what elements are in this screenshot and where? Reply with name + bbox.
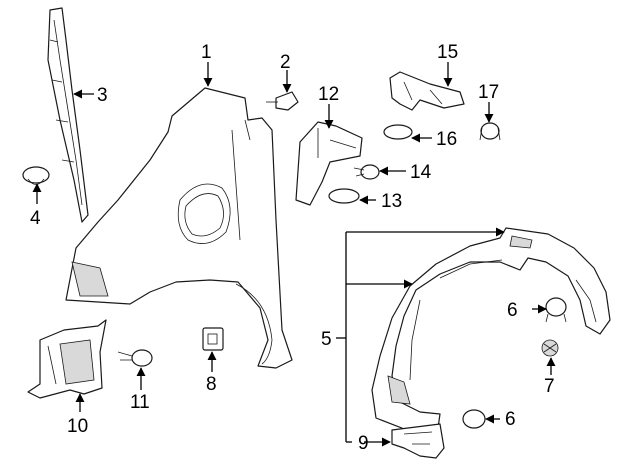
part-6-clip-upper [545, 297, 567, 323]
callout-2: 2 [280, 52, 291, 73]
callout-11: 11 [130, 392, 150, 413]
part-6-clip-lower [462, 409, 486, 429]
callout-6-upper: 6 [507, 300, 518, 321]
callout-8: 8 [206, 374, 217, 395]
part-5-fender-liner [371, 227, 611, 433]
callout-14: 14 [410, 162, 432, 183]
part-1-quarter-panel [65, 87, 293, 369]
callout-3: 3 [97, 85, 108, 106]
part-15-bracket [389, 71, 465, 111]
part-11-clip [117, 349, 153, 367]
callout-13: 13 [381, 191, 402, 212]
callout-16: 16 [436, 129, 457, 150]
callout-4: 4 [30, 208, 41, 229]
part-9-bracket [391, 423, 445, 459]
callouts: 1 2 3 4 5 6 6 7 8 9 10 11 12 13 14 15 16… [30, 42, 555, 454]
part-10-splash-shield [27, 319, 107, 399]
part-16-grommet [383, 124, 413, 140]
callout-17: 17 [478, 82, 499, 103]
callout-9: 9 [358, 433, 369, 454]
part-14-clip [353, 164, 380, 180]
callout-6-lower: 6 [505, 409, 516, 430]
part-8-nut [202, 327, 224, 351]
callout-5: 5 [321, 329, 332, 350]
callout-12: 12 [318, 84, 339, 105]
part-13-grommet [328, 188, 360, 204]
callout-10: 10 [67, 416, 88, 437]
part-3-strip [47, 7, 89, 223]
part-7-screw [541, 339, 559, 357]
callout-15: 15 [437, 42, 458, 63]
callout-1: 1 [201, 42, 212, 63]
part-4-clip [22, 166, 50, 185]
part-2-bolt [266, 91, 299, 111]
part-17-clip [479, 122, 501, 141]
leader-lines [32, 62, 556, 447]
callout-7: 7 [544, 376, 555, 397]
